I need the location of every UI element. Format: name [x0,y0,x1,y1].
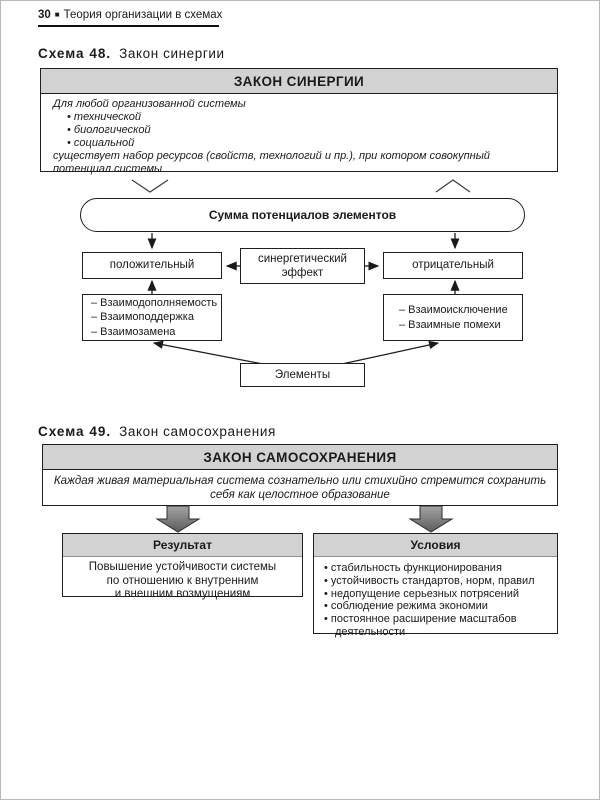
result-box: Результат Повышение устойчивости системы… [62,533,303,600]
positive-factors-node: – Взаимодополняемость– Взаимоподдержка– … [82,294,222,341]
synergy-effect-node: синергетический эффект [240,248,365,284]
schema49-law-box: ЗАКОН САМОСОХРАНЕНИЯ Каждая живая матери… [42,444,558,506]
chevron-down-icon [131,179,169,193]
list-item: и внешним возмущениям [114,588,251,600]
list-item: • соблюдение режима экономии [324,600,488,613]
negative-node: отрицательный [383,252,523,279]
schema48-law-title: ЗАКОН СИНЕРГИИ [41,69,557,94]
list-item: • постоянное расширение масштабов деятел… [324,613,517,638]
list-item: – Взаимодополняемость [91,297,218,310]
list-item: по отношению к внутренним [106,574,259,587]
list-item: • устойчивость стандартов, норм, правил [324,574,535,587]
sum-of-potentials-node: Сумма потенциалов элементов [80,198,525,232]
list-item: • социальной [67,137,135,149]
schema48-caption-label: Схема 48. [38,46,112,61]
result-title: Результат [63,534,302,557]
schema48-caption-title: Закон синергии [119,46,225,61]
block-arrow-down-result-icon [155,505,201,533]
conditions-title: Условия [314,534,557,557]
schema49-caption: Схема 49. Закон самосохранения [38,424,276,439]
elements-node: Элементы [240,363,365,387]
schema48-description: Для любой организованной системы • техни… [41,94,557,180]
schema48-caption: Схема 48. Закон синергии [38,46,225,61]
list-item: – Взаимоподдержка [91,311,194,324]
schema49-caption-title: Закон самосохранения [119,424,276,439]
list-item: – Взаимоисключение [399,304,508,317]
positive-node: положительный [82,252,222,279]
page-header-title: Теория организации в схемах [63,9,223,21]
header-rule [38,25,219,28]
arrow-elements-to-positive-factors [152,340,264,365]
schema48-law-box: ЗАКОН СИНЕРГИИ Для любой организованной … [40,68,558,175]
schema48-description-bullets: • технической• биологической• социальной [53,111,545,150]
list-item: • биологической [67,124,151,136]
block-arrow-down-conditions-icon [408,505,454,533]
list-item: – Взаимозамена [91,325,176,338]
arrow-elements-to-negative-factors [341,340,440,365]
schema49-law-title: ЗАКОН САМОСОХРАНЕНИЯ [43,445,557,470]
schema48-description-outro: существует набор ресурсов (свойств, техн… [53,150,490,175]
schema48-description-intro: Для любой организованной системы [53,98,246,110]
page-header: 30■Теория организации в схемах [38,9,222,21]
conditions-box: Условия • стабильность функционирования•… [313,533,558,638]
chevron-up-icon [435,179,471,193]
list-item: Повышение устойчивости системы [88,561,277,573]
schema49-description: Каждая живая материальная система сознат… [53,475,547,501]
list-item: • стабильность функционирования [324,562,502,574]
list-item: • технической [67,111,141,123]
conditions-body: • стабильность функционирования• устойчи… [314,557,557,639]
square-bullet-icon: ■ [54,10,60,19]
page-number: 30 [38,9,51,21]
schema49-caption-label: Схема 49. [38,424,112,439]
list-item: – Взаимные помехи [399,318,501,331]
negative-factors-node: – Взаимоисключение– Взаимные помехи [383,294,523,341]
list-item: • недопущение серьезных потрясений [324,587,520,600]
